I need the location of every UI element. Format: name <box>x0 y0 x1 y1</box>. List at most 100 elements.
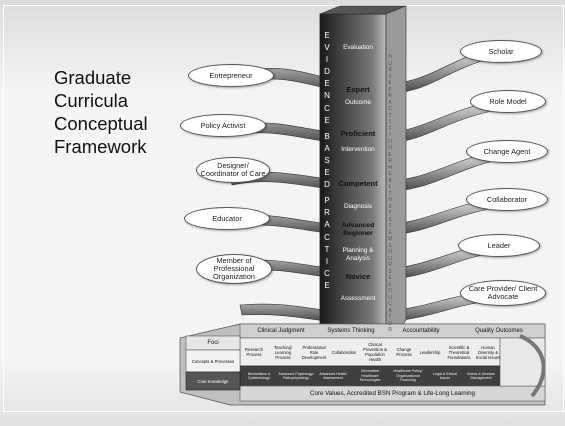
role-leader: Leader <box>458 234 540 257</box>
column-letter: E <box>324 115 330 125</box>
concept-scientific-theoretical: Scientific & Theoretical Foundations <box>447 344 471 360</box>
core-healthcare-policy: Healthcare Policy/ Organizational Financ… <box>393 369 423 383</box>
column-letter: P <box>324 196 330 206</box>
heading-clinical-judgment: Clinical Judgment <box>257 327 305 334</box>
role-care-provider-client-advocate: Care Provider/ Client Advocate <box>460 280 546 306</box>
strip-letter: H <box>388 197 392 203</box>
column-letter: T <box>324 244 330 254</box>
strip-letter: A <box>388 177 392 184</box>
foci-label: Foci <box>207 339 219 346</box>
strip-letter: O <box>388 138 392 145</box>
column-letter: E <box>324 79 330 89</box>
strip-letter: A <box>388 99 392 106</box>
strip-letter: E <box>388 171 392 177</box>
role-entrepreneur: Entrepreneur <box>188 64 274 87</box>
strip-letter: R <box>388 158 392 164</box>
strip-letter: E <box>388 151 392 158</box>
concept-research-process: Research Process <box>245 347 263 357</box>
strip-letter: E <box>388 281 392 288</box>
strip-letter: H <box>388 164 392 171</box>
strip-letter: S <box>388 73 392 80</box>
core-illness-disease: Illness & Disease Management <box>467 371 495 380</box>
column-letter: D <box>324 180 330 190</box>
stage-planning-analysis: Planning & Analysis <box>342 247 374 262</box>
concept-change-process: Change Process <box>396 347 412 357</box>
concept-teaching-learning: Teaching/ Learning Process <box>274 344 292 360</box>
slide-border <box>3 5 564 412</box>
strip-letter: N <box>388 54 392 60</box>
strip-letter: S <box>388 242 392 249</box>
strip-letter: U <box>388 60 392 67</box>
level-advanced-beginner: Advanced Beginner <box>341 222 375 237</box>
column-letter: C <box>324 232 330 242</box>
title-line-2: Curricula <box>54 90 129 111</box>
column-letter: I <box>325 256 329 266</box>
column-letter: N <box>324 91 330 101</box>
role-scholar: Scholar <box>460 40 542 63</box>
strip-letter: O <box>388 320 392 327</box>
strip-letter: N <box>388 145 392 151</box>
title-line-3: Conceptual <box>54 113 148 134</box>
stage-outcome: Outcome <box>345 99 371 106</box>
slide-title: Graduate Curricula Conceptual Framework <box>54 66 204 158</box>
role-member-professional-organization: Member of Professional Organization <box>196 254 272 284</box>
column-letter: D <box>324 67 330 77</box>
strip-letter: T <box>388 223 392 229</box>
strip-letter: R <box>388 93 392 99</box>
heading-quality-outcomes: Quality Outcomes <box>475 327 523 334</box>
title-line-4: Framework <box>54 136 147 157</box>
stage-assessment: Assessment <box>340 295 376 302</box>
strip-letter: R <box>388 67 392 73</box>
column-letter: C <box>324 103 330 113</box>
column-letter: A <box>324 143 330 153</box>
column-letter: E <box>324 168 330 178</box>
strip-letter: E <box>388 80 392 86</box>
level-novice: Novice <box>345 272 371 281</box>
strip-letter: N <box>388 249 392 255</box>
strip-letter: D <box>388 288 392 294</box>
concept-professional-role: Professional Role Development <box>301 344 327 360</box>
concept-clinical-prevention: Clinical Prevention & Population Health <box>363 342 387 362</box>
strip-letter: S <box>388 268 392 275</box>
strip-letter: T <box>388 190 392 197</box>
heading-systems-thinking: Systems Thinking <box>327 327 375 334</box>
column-letter: E <box>324 280 330 290</box>
role-designer-coordinator: Designer/ Coordinator of Care <box>196 157 270 183</box>
strip-letter: M <box>387 236 393 242</box>
strip-letter: C <box>388 301 392 307</box>
role-collaborator: Collaborator <box>466 188 548 211</box>
column-letter: I <box>325 55 329 65</box>
strip-letter: E <box>388 275 392 281</box>
stage-intervention: Intervention <box>341 146 375 153</box>
strip-letter: T <box>388 112 392 119</box>
core-biostatistics: Biostatistics & Epidemiology <box>247 371 271 380</box>
strip-letter: A <box>388 307 392 314</box>
stage-diagnosis: Diagnosis <box>343 203 373 210</box>
column-letter: E <box>324 31 330 40</box>
column-letter: B <box>324 131 330 141</box>
core-health-assessment: Advanced Health Assessment <box>319 371 347 380</box>
strip-letter: R <box>388 327 392 333</box>
column-letter: C <box>324 268 330 278</box>
base-footer: Core Values, Accredited BSN Program & Li… <box>310 390 475 397</box>
core-advanced-physiology: Advanced Physiology/ Pathophysiology <box>278 371 314 380</box>
role-role-model: Role Model <box>470 90 546 113</box>
role-educator: Educator <box>184 207 270 230</box>
strip-letter: L <box>388 184 392 190</box>
strip-letter: C <box>388 106 392 112</box>
strip-letter: P <box>388 86 392 93</box>
column-letter: R <box>324 208 330 218</box>
concept-leadership: Leadership <box>419 349 441 355</box>
level-expert: Expert <box>346 85 370 94</box>
level-proficient: Proficient <box>340 129 376 138</box>
concept-collaboration: Collaboration <box>331 349 357 355</box>
column-letter: A <box>324 220 330 230</box>
core-legal-ethical: Legal & Ethical Issues <box>433 371 457 380</box>
strip-letter: R <box>388 262 392 268</box>
strip-letter: T <box>388 125 392 132</box>
core-knowledge-label: Core Knowledge <box>197 378 229 384</box>
strip-letter: E <box>388 229 392 236</box>
core-informatics: Informatics/ Healthcare Technologies <box>359 369 381 383</box>
